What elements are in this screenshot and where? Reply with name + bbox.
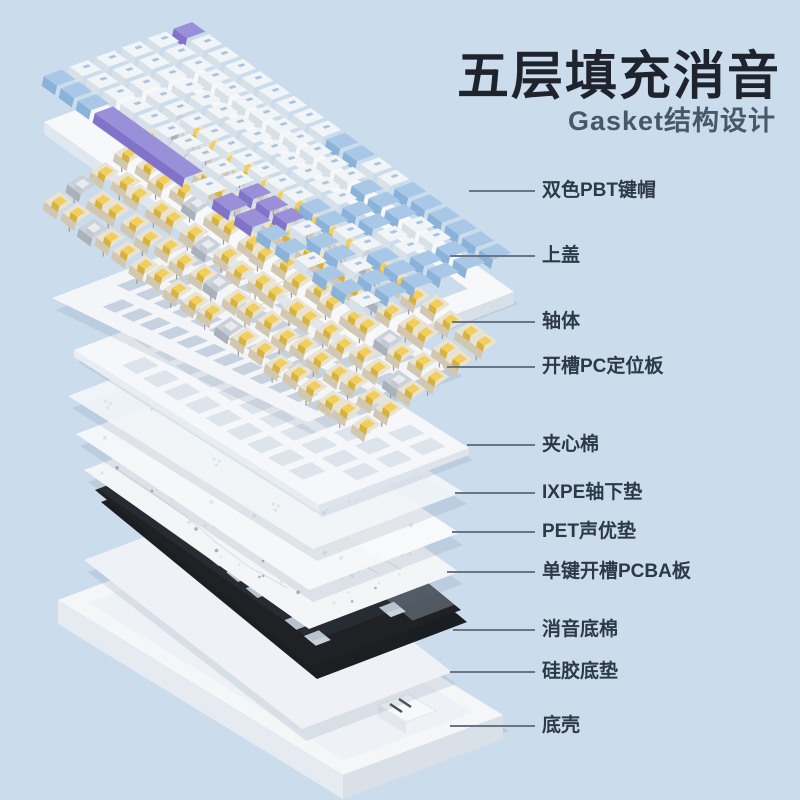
keycaps-layer [41,22,512,317]
callout-label: 开槽PC定位板 [542,356,664,377]
callout-pc-plate: 开槽PC定位板 [0,354,800,380]
callout-line [450,671,535,673]
callout-line [453,629,535,631]
callout-sandwich-foam: 夹心棉 [0,432,800,458]
callout-label: 单键开槽PCBA板 [542,561,691,582]
callout-line [452,321,535,323]
callout-switches: 轴体 [0,309,800,335]
poster-title: 五层填充消音 [456,48,781,106]
callout-keycaps: 双色PBT键帽 [0,178,800,204]
callout-label: 硅胶底垫 [542,661,619,682]
callout-label: 双色PBT键帽 [542,180,657,201]
poster-subtitle: Gasket结构设计 [567,106,776,136]
callout-pet-pad: PET声优垫 [0,519,800,545]
callout-label: 轴体 [542,311,581,332]
callout-label: 消音底棉 [542,619,619,640]
callout-line [450,255,535,257]
callout-label: 底壳 [542,715,581,736]
callout-line [467,444,535,446]
callout-line [450,725,535,727]
callout-line [452,531,535,533]
callout-bottom-shell: 底壳 [0,713,800,739]
callout-bottom-foam: 消音底棉 [0,617,800,643]
callout-silicone-pad: 硅胶底垫 [0,659,800,685]
callout-line [447,366,535,368]
callout-ixpe-pad: IXPE轴下垫 [0,480,800,506]
callout-label: IXPE轴下垫 [542,482,643,503]
callout-pcba: 单键开槽PCBA板 [0,559,800,585]
callout-label: PET声优垫 [542,521,636,542]
callout-label: 上盖 [542,245,581,266]
callout-line [469,190,535,192]
callout-line [447,571,535,573]
callout-top-cover: 上盖 [0,243,800,269]
callout-label: 夹心棉 [542,434,600,455]
callout-line [455,492,535,494]
